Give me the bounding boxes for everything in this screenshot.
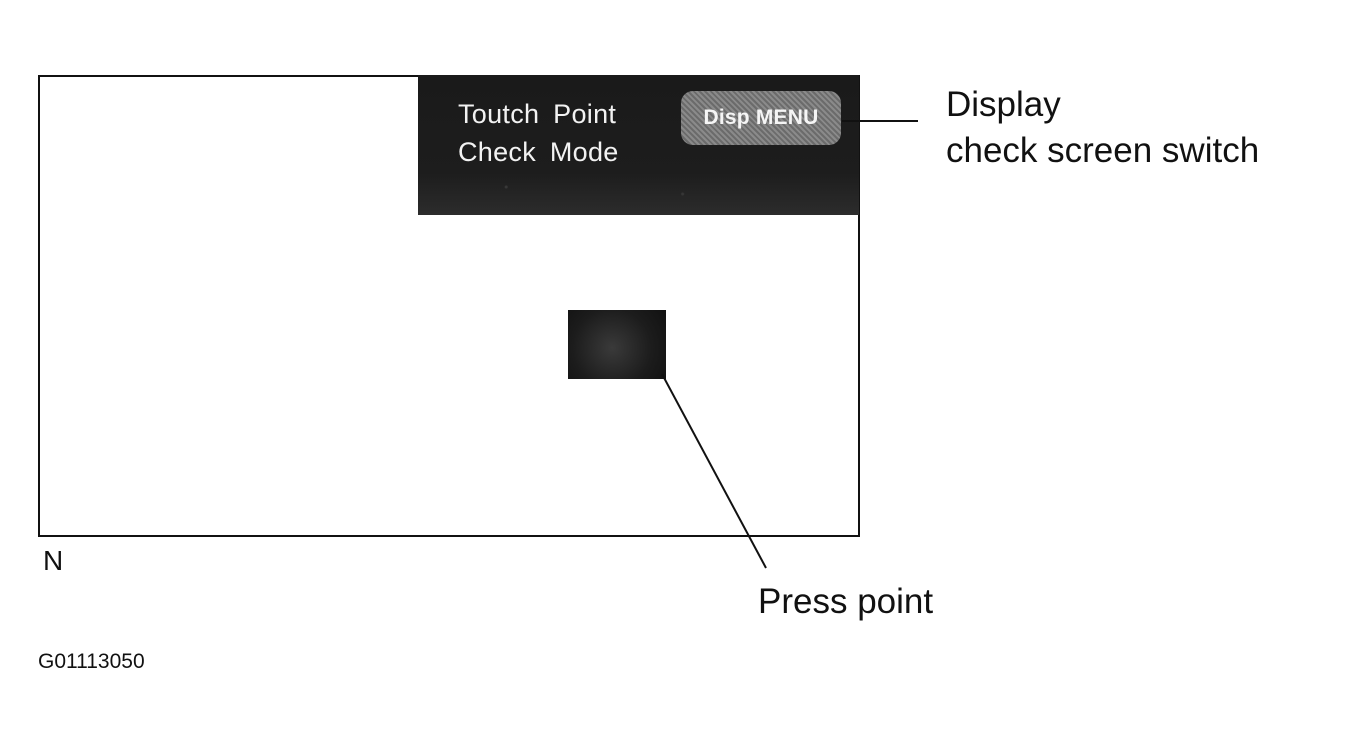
press-point-callout: Press point bbox=[758, 582, 934, 621]
figure-id: G01113050 bbox=[38, 650, 145, 673]
display-switch-callout: Display check screen switch bbox=[946, 82, 1259, 174]
mode-title-line-1: Toutch Point bbox=[458, 99, 617, 129]
mode-title-line-2: Check Mode bbox=[458, 137, 619, 167]
press-point-target[interactable] bbox=[568, 310, 666, 379]
mode-title: Toutch Point Check Mode bbox=[458, 95, 619, 171]
mode-header-panel: Toutch Point Check Mode Disp MENU bbox=[418, 75, 859, 215]
display-switch-callout-line-1: Display bbox=[946, 85, 1061, 124]
disp-menu-button[interactable]: Disp MENU bbox=[681, 91, 841, 145]
label-n: N bbox=[43, 545, 64, 576]
display-switch-callout-line-2: check screen switch bbox=[946, 131, 1260, 170]
